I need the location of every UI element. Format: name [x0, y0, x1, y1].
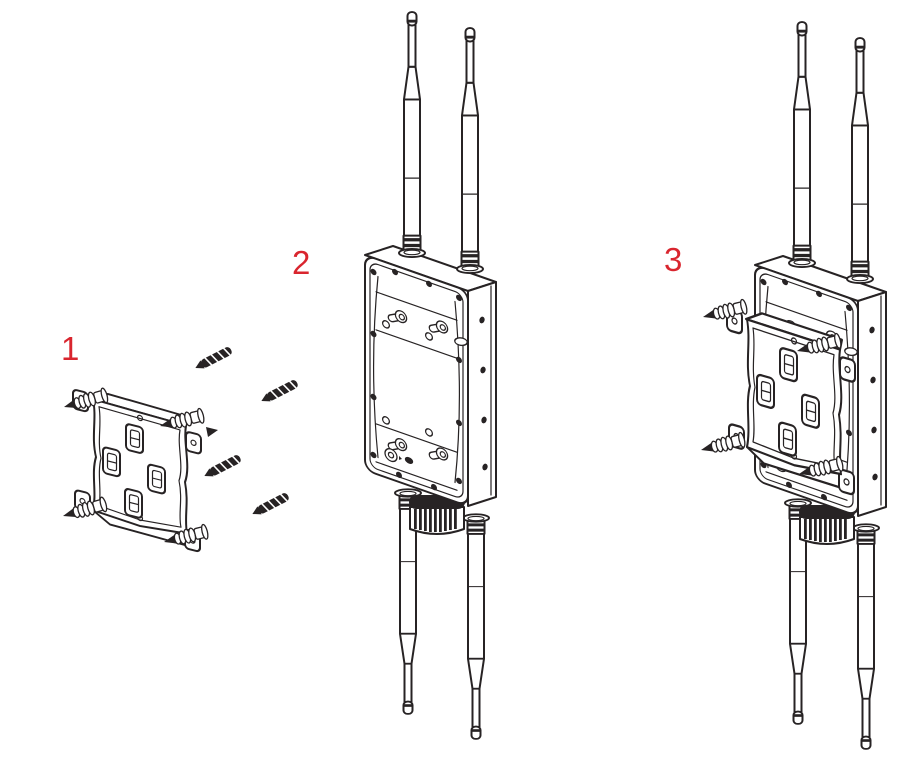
screw-tip [206, 427, 218, 437]
mounting-screw-bottom-left [698, 431, 747, 458]
step-1-bracket-figure [60, 344, 301, 552]
step-2-access-point-figure [365, 12, 496, 739]
anchor-screw-2 [258, 377, 301, 407]
anchor-screw-1 [192, 344, 235, 374]
wall-bracket [73, 385, 201, 552]
anchor-screw-3 [201, 452, 244, 482]
step-2-number: 2 [292, 244, 311, 281]
step-3-number: 3 [664, 241, 683, 278]
anchor-screw-4 [249, 490, 292, 520]
access-point [365, 12, 496, 739]
step-3-assembled-figure [698, 22, 886, 749]
step-1-number: 1 [61, 330, 80, 367]
